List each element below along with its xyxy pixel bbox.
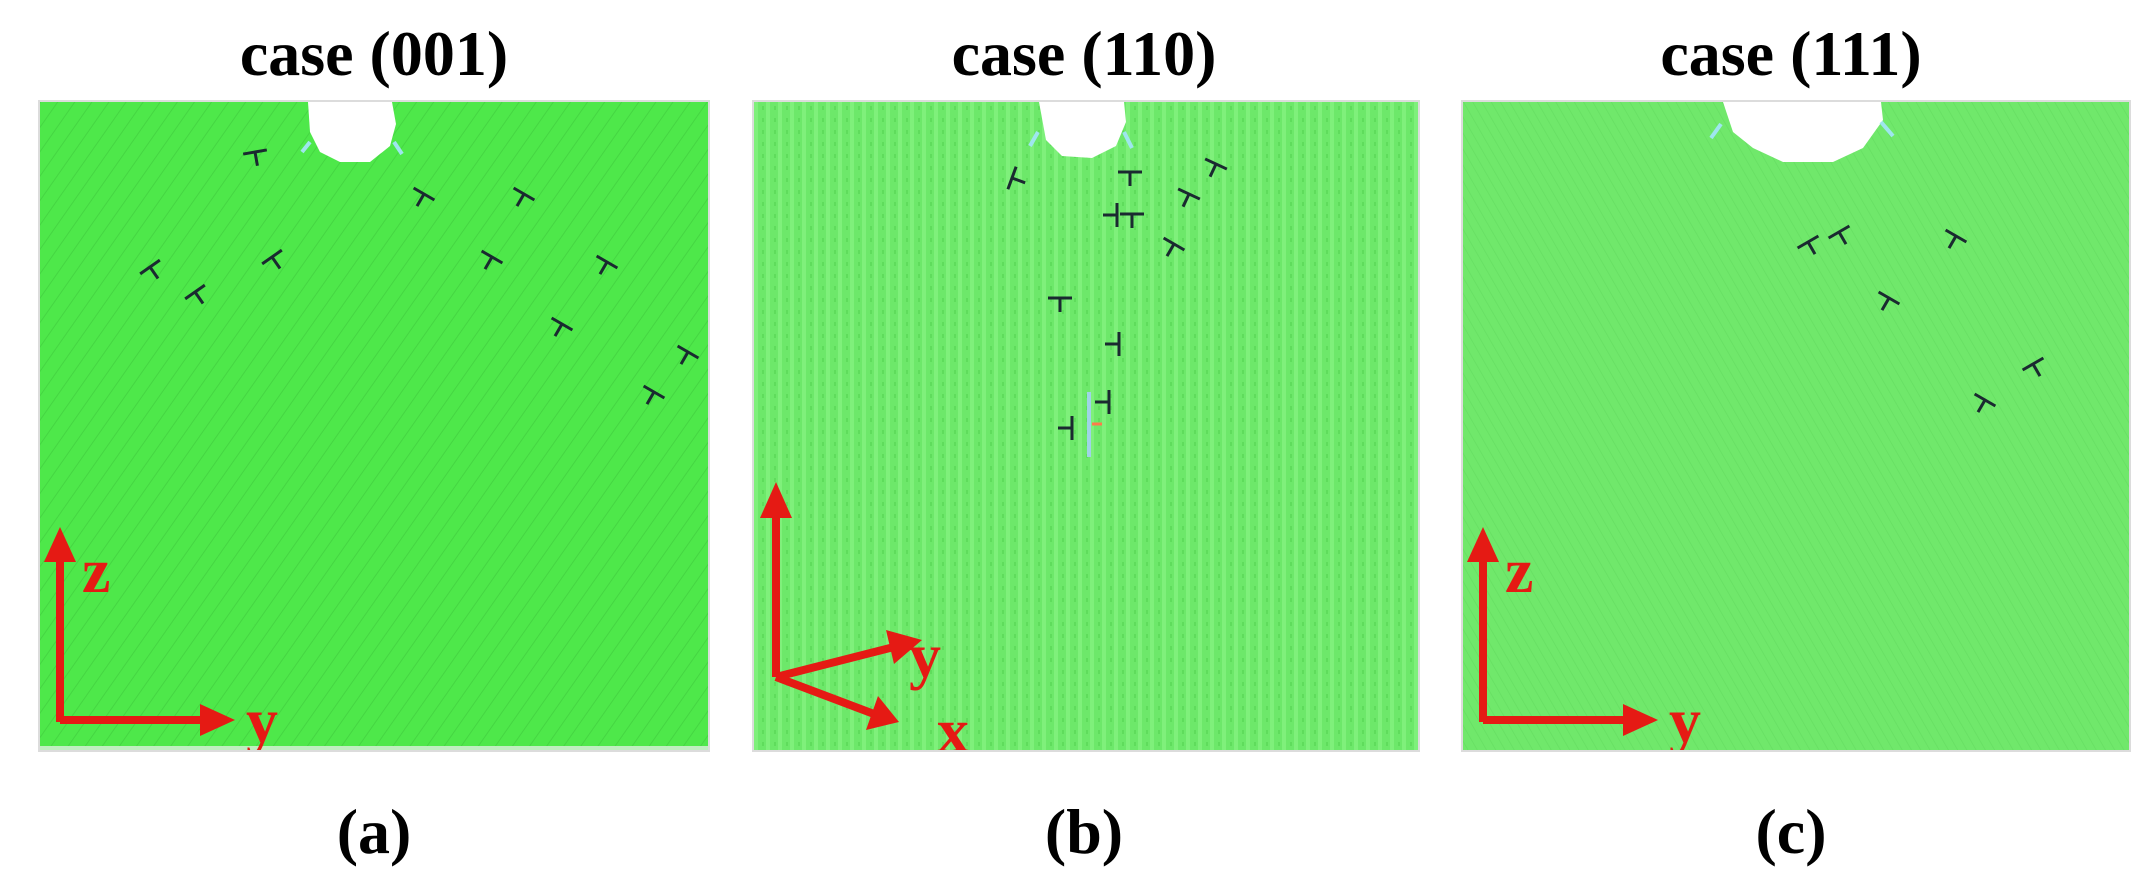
panel-a-image: z y bbox=[38, 100, 710, 752]
dislocation-symbol bbox=[1973, 392, 1997, 413]
dislocation-symbol bbox=[1877, 290, 1901, 311]
dislocation-symbol bbox=[2021, 356, 2045, 377]
panel-c-image: z y bbox=[1461, 100, 2131, 752]
axis-label-horizontal: y bbox=[1669, 685, 1701, 752]
panel-a-caption: (a) bbox=[336, 796, 412, 867]
panel-b-caption: (b) bbox=[1044, 796, 1124, 867]
axis-label-horizontal: y bbox=[909, 620, 941, 691]
dislocation-symbol bbox=[1177, 187, 1201, 208]
dislocation-symbol bbox=[139, 258, 161, 280]
void-edge bbox=[1028, 131, 1134, 149]
dislocation-symbol bbox=[1162, 236, 1186, 257]
dislocation-symbol bbox=[1006, 166, 1026, 190]
void-edge bbox=[300, 140, 404, 156]
dislocation-symbol bbox=[480, 249, 504, 270]
surface-void bbox=[308, 102, 396, 162]
axis-label-vertical: z bbox=[82, 535, 110, 606]
dislocation-symbol bbox=[1118, 170, 1142, 186]
dislocation-symbol bbox=[676, 344, 700, 365]
dislocation-symbol bbox=[412, 186, 436, 207]
dislocation-markers bbox=[139, 148, 700, 405]
dislocation-symbol bbox=[595, 254, 619, 275]
panel-c-title: case (111) bbox=[1660, 18, 1922, 89]
atomic-lattice bbox=[40, 102, 708, 750]
dislocation-symbol bbox=[1944, 228, 1968, 249]
axis-arrows bbox=[44, 527, 235, 736]
surface-void bbox=[1723, 102, 1883, 162]
dislocation-markers bbox=[1796, 224, 2045, 413]
dislocation-symbol bbox=[1048, 296, 1072, 312]
dislocation-markers bbox=[1006, 157, 1228, 440]
dislocation-symbol bbox=[184, 283, 206, 305]
axis-arrows bbox=[1467, 527, 1658, 736]
atomic-lattice bbox=[754, 102, 1418, 750]
axis-label-horizontal: y bbox=[246, 685, 278, 752]
dislocation-symbol bbox=[1120, 212, 1144, 228]
panel-a-title: case (001) bbox=[239, 18, 509, 89]
dislocation-symbol bbox=[242, 148, 268, 167]
dislocation-symbol bbox=[550, 316, 574, 337]
dislocation-symbol bbox=[261, 248, 283, 270]
atomic-lattice bbox=[1463, 102, 2129, 750]
dislocation-symbol bbox=[1204, 157, 1228, 178]
axis-label-vertical: z bbox=[1505, 535, 1533, 606]
bottom-edge bbox=[40, 746, 708, 750]
void-edge bbox=[1709, 120, 1895, 140]
dislocation-symbol bbox=[642, 384, 666, 405]
dislocation-symbol bbox=[1095, 390, 1111, 414]
dislocation-symbol bbox=[1103, 203, 1119, 227]
dislocation-symbol bbox=[1058, 416, 1074, 440]
panel-b-image: y x bbox=[752, 100, 1420, 752]
axis-arrows bbox=[760, 482, 922, 730]
panel-b-title: case (110) bbox=[951, 18, 1217, 89]
dislocation-symbol bbox=[512, 186, 536, 207]
surface-void bbox=[1039, 102, 1126, 158]
axis-label-diagonal: x bbox=[937, 695, 969, 752]
dislocation-symbol bbox=[1796, 234, 1820, 255]
panel-c-caption: (c) bbox=[1755, 796, 1827, 867]
dislocation-symbol bbox=[1105, 332, 1121, 356]
dislocation-symbol bbox=[1827, 224, 1851, 245]
